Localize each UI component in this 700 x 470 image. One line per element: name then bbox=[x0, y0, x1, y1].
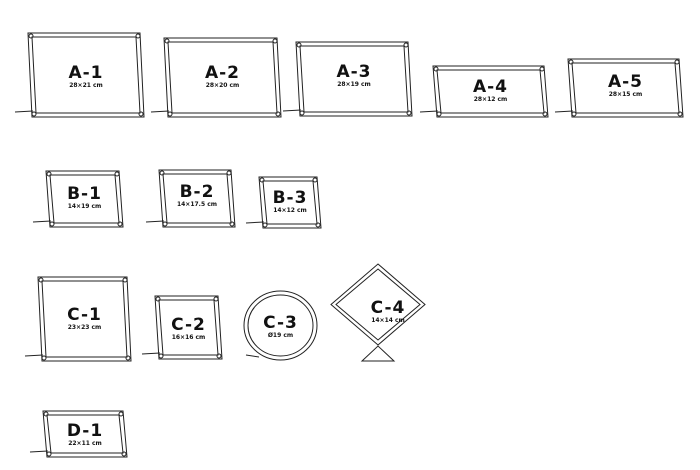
frame-code: B-1 bbox=[67, 184, 102, 204]
frame-outline bbox=[419, 65, 549, 118]
frame-outline bbox=[554, 58, 684, 118]
frame-outline bbox=[24, 276, 132, 362]
frame-outline bbox=[243, 290, 318, 361]
frame-code: A-1 bbox=[68, 63, 104, 83]
frame-size: 22×11 cm bbox=[68, 440, 102, 447]
frame-size: 23×23 cm bbox=[67, 324, 102, 331]
frame-outline bbox=[330, 263, 426, 362]
frame-code: A-5 bbox=[607, 72, 644, 92]
frame-size: 14×14 cm bbox=[371, 317, 405, 324]
frame-outline bbox=[245, 176, 322, 229]
frame-size: 28×19 cm bbox=[337, 81, 371, 88]
frame-size: 14×12 cm bbox=[273, 207, 307, 214]
frame-outline bbox=[29, 410, 128, 458]
frame-code: C-1 bbox=[67, 305, 102, 325]
frame-code: A-2 bbox=[204, 63, 241, 83]
frame-size: 14×19 cm bbox=[67, 203, 102, 210]
frame-outline bbox=[145, 169, 236, 228]
frame-size: 28×21 cm bbox=[69, 82, 103, 89]
frame-size: 16×16 cm bbox=[171, 334, 206, 341]
frame-outline bbox=[14, 32, 145, 118]
frame-size: 28×15 cm bbox=[608, 91, 643, 98]
frame-code: C-4 bbox=[370, 298, 406, 318]
frame-size: 28×12 cm bbox=[473, 96, 508, 103]
frame-size: 14×17.5 cm bbox=[176, 201, 218, 208]
frame-code: A-3 bbox=[336, 62, 372, 82]
frame-code: C-3 bbox=[263, 313, 298, 333]
frame-size: Ø19 cm bbox=[267, 332, 294, 339]
frame-outline bbox=[32, 170, 124, 228]
frame-code: C-2 bbox=[171, 315, 206, 335]
frame-code: A-4 bbox=[472, 77, 509, 97]
frame-outline bbox=[282, 41, 413, 117]
frame-outline bbox=[150, 37, 282, 118]
frame-code: D-1 bbox=[66, 421, 104, 441]
frame-size: 28×20 cm bbox=[205, 82, 240, 89]
frame-code: B-2 bbox=[179, 182, 215, 202]
frame-code: B-3 bbox=[272, 188, 308, 208]
frame-outline bbox=[141, 295, 223, 360]
